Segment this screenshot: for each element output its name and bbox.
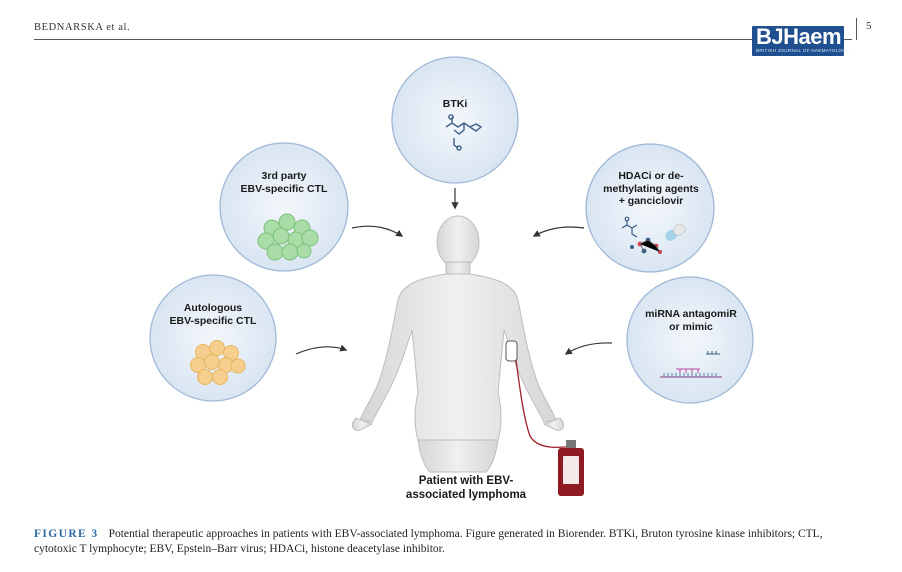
molecule-icon bbox=[445, 114, 483, 151]
orange-cell-cluster-icon bbox=[190, 340, 246, 385]
circle-mirna bbox=[626, 276, 754, 404]
figure-caption-label: FIGURE 3 bbox=[34, 528, 99, 540]
label-third-party-ctl: 3rd party EBV-specific CTL bbox=[240, 170, 328, 195]
label-hdaci: HDACi or de- methylating agents + gancic… bbox=[603, 170, 699, 207]
circle-btki bbox=[391, 56, 519, 184]
circle-hdaci bbox=[585, 143, 715, 273]
journal-logo-text: BJHaem bbox=[756, 24, 842, 49]
rna-strand-icon bbox=[660, 351, 722, 378]
label-mirna: miRNA antagomiR or mimic bbox=[645, 308, 737, 333]
arrow-third-party bbox=[351, 225, 404, 237]
molecule-icon bbox=[621, 216, 638, 238]
patient-label: Patient with EBV- associated lymphoma bbox=[405, 475, 527, 501]
label-autologous-ctl: Autologous EBV-specific CTL bbox=[169, 302, 257, 327]
running-head: BEDNARSKA et al. bbox=[34, 22, 131, 33]
arrow-mirna bbox=[564, 342, 613, 355]
label-btki: BTKi bbox=[442, 98, 468, 110]
circle-autologous-ctl bbox=[149, 274, 277, 402]
blood-bag-icon bbox=[505, 340, 584, 496]
patient-body-illustration bbox=[352, 215, 564, 473]
capsule-icon bbox=[665, 223, 686, 242]
arrow-autologous bbox=[295, 344, 348, 355]
journal-logo-subtext: BRITISH JOURNAL OF HAEMATOLOGY bbox=[756, 48, 850, 53]
circle-third-party-ctl bbox=[219, 142, 349, 272]
atom-cluster-icon bbox=[630, 237, 662, 254]
header-rule bbox=[34, 39, 852, 40]
page-number-separator bbox=[856, 18, 857, 40]
figure-caption-text: Potential therapeutic approaches in pati… bbox=[34, 528, 823, 555]
green-cell-cluster-icon bbox=[257, 213, 319, 261]
arrow-hdaci bbox=[532, 226, 585, 237]
journal-logo: BJHaem BRITISH JOURNAL OF HAEMATOLOGY bbox=[752, 24, 849, 56]
page-number: 5 bbox=[866, 20, 872, 32]
